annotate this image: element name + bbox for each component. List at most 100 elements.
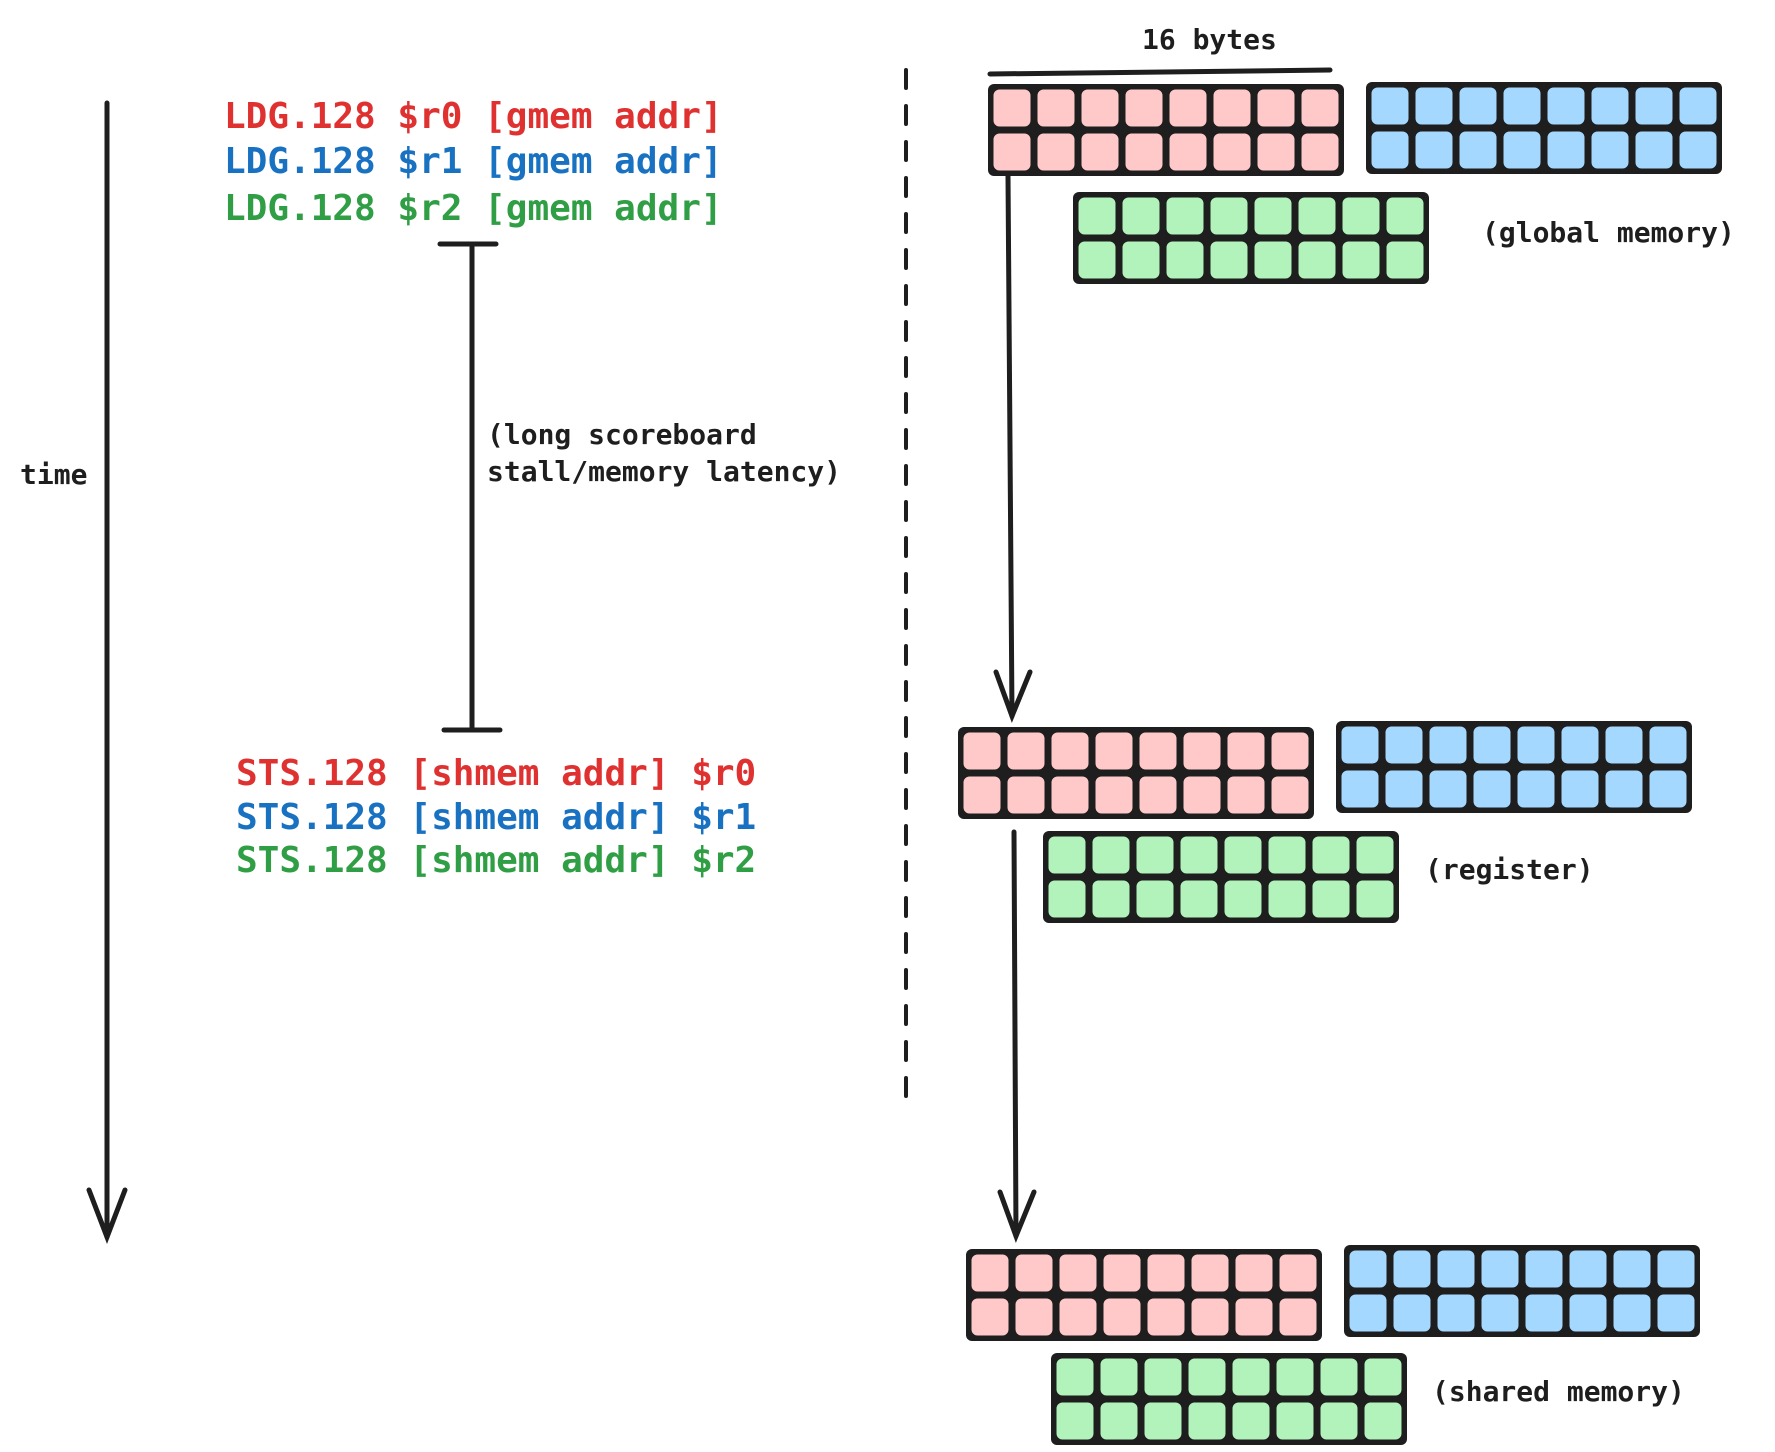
byte-cell [1120,239,1162,281]
bytes-width-line [987,67,1333,77]
byte-cell [1076,239,1118,281]
byte-cell [1383,768,1425,810]
byte-cell [1603,768,1645,810]
register-r0-block-outline [958,727,1314,819]
register-r2-block-outline [1043,831,1399,923]
byte-cell [1269,730,1311,772]
byte-cell [1515,724,1557,766]
byte-cell [1677,85,1719,127]
byte-cell [1222,878,1264,920]
byte-cell [969,1252,1011,1294]
shared-memory-label: (shared memory) [1432,1375,1685,1408]
byte-cell [1427,724,1469,766]
byte-cell [1362,1400,1404,1442]
byte-cell [1633,85,1675,127]
byte-cell [1611,1292,1653,1334]
register-r0-block [958,727,1314,819]
byte-cell [1523,1292,1565,1334]
flow-arrow-global-to-register [993,173,1033,723]
byte-cell [1274,1400,1316,1442]
byte-cell [1035,87,1077,129]
global-r2-block-outline [1073,192,1429,284]
byte-cell [1252,195,1294,237]
register-r2-block [1043,831,1399,923]
byte-cell [1142,1400,1184,1442]
byte-cell [1479,1248,1521,1290]
byte-cell [1186,1356,1228,1398]
byte-cell [1347,1292,1389,1334]
load-instruction-r0: LDG.128 $r0 [gmem addr] [224,96,723,137]
byte-cell [1093,730,1135,772]
byte-cell [1647,724,1689,766]
stall-label: (long scoreboard [487,418,757,451]
byte-cell [1233,1252,1275,1294]
byte-cell [1046,834,1088,876]
byte-cell [1208,239,1250,281]
byte-cell [1076,195,1118,237]
byte-cell [1134,834,1176,876]
byte-cell [1211,87,1253,129]
byte-cell [1054,1356,1096,1398]
byte-cell [1296,239,1338,281]
byte-cell [1340,239,1382,281]
load-instruction-r2: LDG.128 $r2 [gmem addr] [224,188,723,229]
byte-cell [1013,1252,1055,1294]
byte-cell [1435,1248,1477,1290]
byte-cell [1255,131,1297,173]
byte-cell [1471,724,1513,766]
byte-cell [1347,1248,1389,1290]
byte-cell [1178,878,1220,920]
byte-cell [1299,131,1341,173]
byte-cell [1054,1400,1096,1442]
byte-cell [1310,834,1352,876]
byte-cell [1101,1252,1143,1294]
byte-cell [1266,878,1308,920]
global-r2-block [1073,192,1429,284]
byte-cell [1435,1292,1477,1334]
byte-cell [1559,724,1601,766]
byte-cell [1427,768,1469,810]
byte-cell [1413,85,1455,127]
byte-cell [1277,1252,1319,1294]
byte-cell [1189,1296,1231,1338]
byte-cell [1391,1292,1433,1334]
byte-cell [1211,131,1253,173]
byte-cell [1101,1296,1143,1338]
byte-cell [1189,1252,1231,1294]
byte-cell [1134,878,1176,920]
byte-cell [1079,131,1121,173]
byte-cell [1589,129,1631,171]
byte-cell [1098,1356,1140,1398]
byte-cell [1603,724,1645,766]
shared-r1-block-outline [1344,1245,1700,1337]
byte-cell [1164,239,1206,281]
byte-cell [1049,730,1091,772]
global-r1-block-outline [1366,82,1722,174]
byte-cell [1413,129,1455,171]
byte-cell [1310,878,1352,920]
byte-cell [1252,239,1294,281]
byte-cell [1137,730,1179,772]
byte-cell [1167,87,1209,129]
byte-cell [1369,129,1411,171]
flow-arrow-register-to-shared [997,829,1037,1243]
byte-cell [1369,85,1411,127]
byte-cell [1318,1356,1360,1398]
register-r1-block-outline [1336,721,1692,813]
byte-cell [1501,129,1543,171]
byte-cell [1384,195,1426,237]
byte-cell [1164,195,1206,237]
byte-cell [1093,774,1135,816]
byte-cell [961,730,1003,772]
global-r0-block [988,84,1344,176]
byte-cell [1545,129,1587,171]
byte-cell [1013,1296,1055,1338]
byte-cell [1318,1400,1360,1442]
byte-cell [1567,1248,1609,1290]
global-r1-block [1366,82,1722,174]
byte-cell [1145,1252,1187,1294]
shared-r2-block-outline [1051,1353,1407,1445]
byte-cell [1589,85,1631,127]
byte-cell [1277,1296,1319,1338]
